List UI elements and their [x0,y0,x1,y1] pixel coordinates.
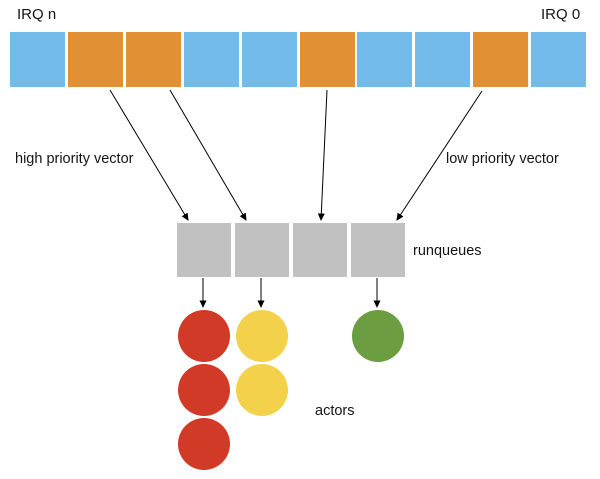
irq-slot-1-orange [68,32,123,87]
irq-slot-7-blue [415,32,470,87]
actor-green-1 [352,310,404,362]
vector-arrow-1 [169,89,247,221]
runqueue-2 [293,223,347,277]
actor-red-3 [178,418,230,470]
irq-slot-9-blue [531,32,586,87]
actor-yellow-2 [236,364,288,416]
irq-n-label: IRQ n [17,6,57,23]
irq-slot-4-blue [242,32,297,87]
actors-label: actors [315,403,355,419]
irq-slot-5-orange [300,32,355,87]
actor-red-2 [178,364,230,416]
irq-slot-0-blue [10,32,65,87]
high-priority-vector-label: high priority vector [15,151,134,167]
actor-yellow-1 [236,310,288,362]
actor-red-1 [178,310,230,362]
irq-0-label: IRQ 0 [541,6,581,23]
runqueues-label: runqueues [413,243,482,259]
runqueue-3 [351,223,405,277]
irq-slot-2-orange [126,32,181,87]
runqueue-1 [235,223,289,277]
runqueue-0 [177,223,231,277]
irq-slot-8-orange [473,32,528,87]
irq-slot-6-blue [357,32,412,87]
low-priority-vector-label: low priority vector [446,151,559,167]
vector-arrow-2 [317,89,328,221]
irq-slot-3-blue [184,32,239,87]
